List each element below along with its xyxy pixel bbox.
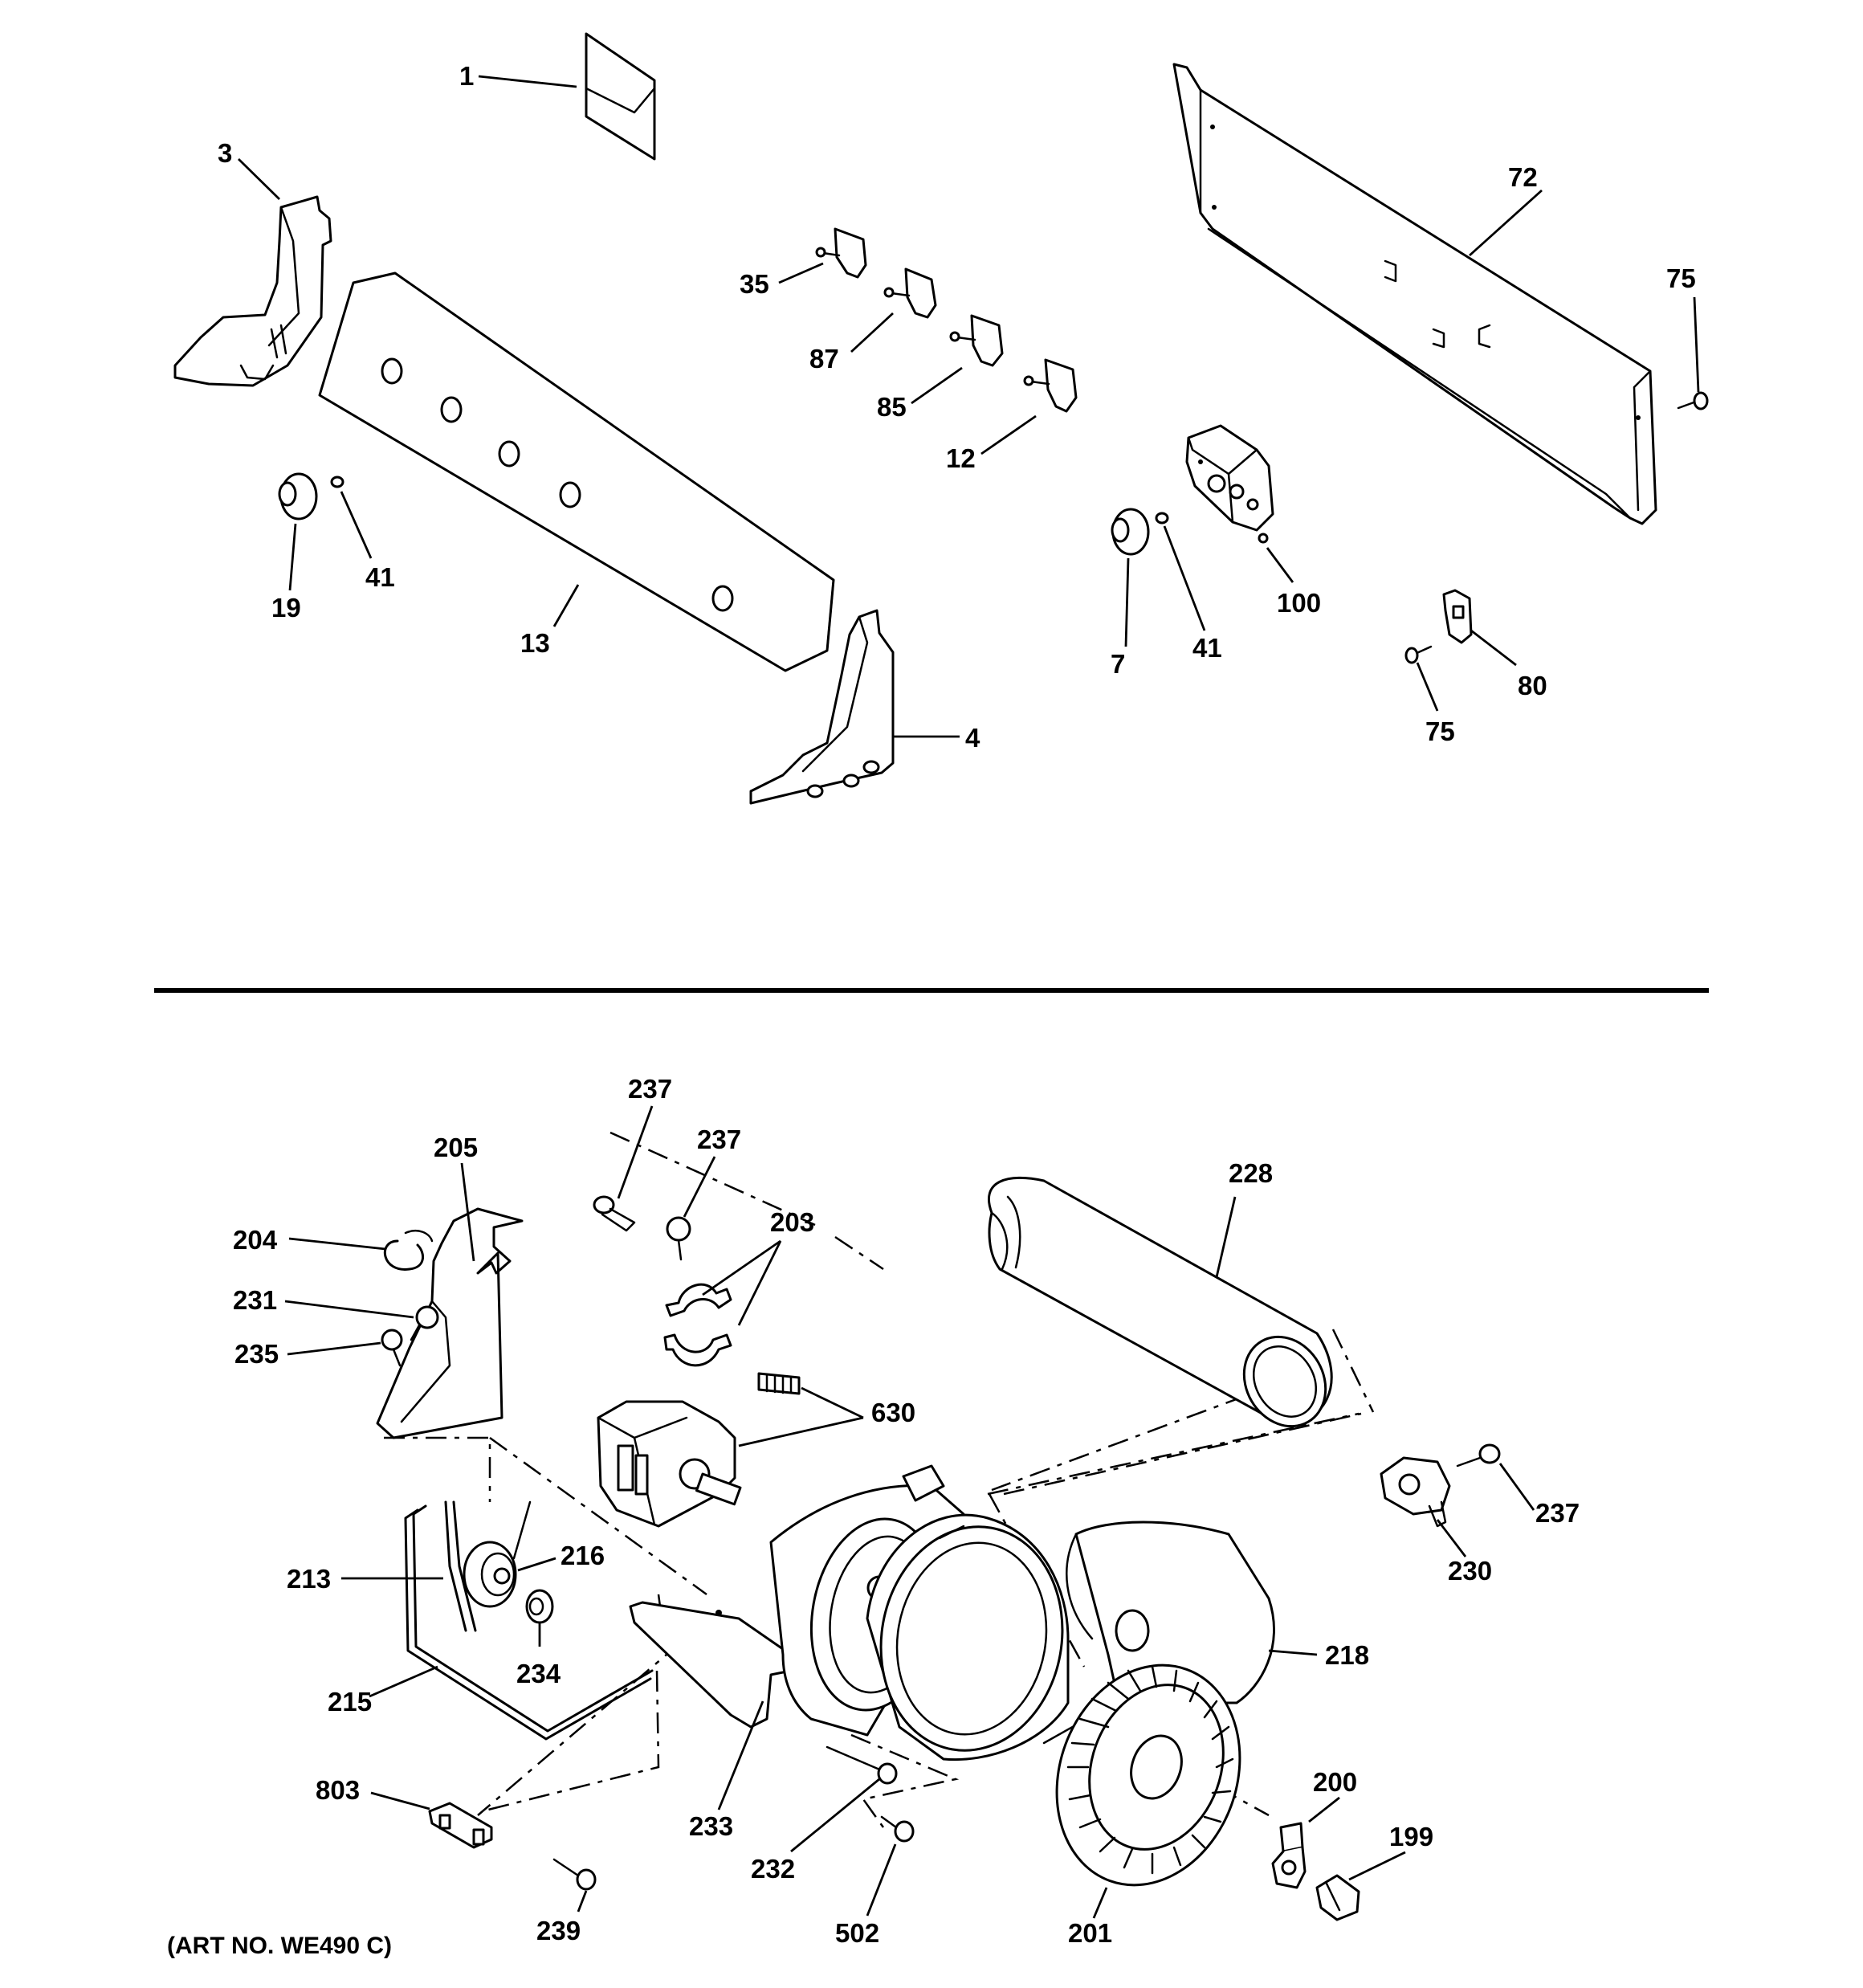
callout-85: 85 — [877, 392, 907, 422]
part-87-switch — [883, 267, 937, 319]
part-41-clip-left — [330, 476, 344, 488]
part-75-screw-top — [1677, 391, 1709, 410]
callout-213: 213 — [287, 1564, 331, 1594]
bottom-leader-lines — [284, 1105, 1535, 1919]
part-75-screw-bottom — [1404, 645, 1433, 664]
part-19-knob — [278, 472, 318, 520]
callout-218: 218 — [1325, 1640, 1369, 1670]
part-1-envelope — [585, 32, 656, 161]
part-35-switch — [815, 227, 867, 279]
callout-204: 204 — [233, 1225, 278, 1255]
callout-233: 233 — [689, 1811, 733, 1841]
part-12-switch — [1023, 358, 1078, 413]
part-4-right-endcap — [749, 609, 895, 805]
callout-75-top: 75 — [1666, 263, 1696, 293]
callout-41-left: 41 — [365, 562, 395, 592]
part-237-screw-2 — [666, 1216, 691, 1261]
callout-237-middle: 237 — [697, 1125, 741, 1154]
part-237-screw-1 — [593, 1195, 636, 1232]
part-235-screw — [381, 1329, 403, 1367]
callout-1: 1 — [459, 61, 474, 91]
callout-19: 19 — [271, 593, 301, 623]
callout-87: 87 — [809, 344, 839, 374]
part-13-control-panel — [318, 271, 835, 672]
part-803-switch — [428, 1802, 493, 1849]
part-230-thermostat — [1380, 1456, 1451, 1528]
part-630-block — [757, 1372, 801, 1395]
part-204-clip — [384, 1229, 434, 1271]
callout-41-right: 41 — [1192, 633, 1222, 663]
part-216-idler-pulley — [463, 1500, 532, 1608]
callout-630: 630 — [871, 1398, 915, 1427]
callout-100: 100 — [1277, 588, 1321, 618]
part-205-bracket — [376, 1207, 524, 1439]
part-85-switch — [949, 314, 1004, 367]
top-leader-lines — [238, 75, 1700, 738]
callout-215: 215 — [328, 1687, 372, 1717]
callout-7: 7 — [1111, 649, 1125, 679]
callout-216: 216 — [561, 1541, 605, 1570]
callout-3: 3 — [218, 138, 232, 168]
callout-201: 201 — [1068, 1918, 1112, 1948]
part-41-clip-right — [1155, 512, 1169, 525]
part-502-screw — [880, 1815, 915, 1843]
part-100-timer — [1185, 424, 1274, 544]
callout-502: 502 — [835, 1918, 879, 1948]
part-80-bracket — [1442, 589, 1473, 644]
part-motor — [597, 1400, 742, 1528]
callout-230: 230 — [1448, 1556, 1492, 1586]
part-213-idler-arm — [444, 1500, 477, 1632]
part-200-clip — [1271, 1822, 1307, 1889]
callout-200: 200 — [1313, 1767, 1357, 1797]
part-231-screw — [410, 1305, 439, 1341]
callout-235: 235 — [234, 1339, 279, 1369]
part-203-clamp-lower — [663, 1333, 732, 1367]
callout-237-right: 237 — [1535, 1498, 1580, 1528]
part-201-blower-wheel — [1055, 1663, 1241, 1887]
part-215-spring-wire — [404, 1504, 654, 1741]
callout-231: 231 — [233, 1285, 277, 1315]
callout-234: 234 — [516, 1659, 561, 1688]
callout-228: 228 — [1229, 1158, 1273, 1188]
callout-72: 72 — [1508, 162, 1538, 192]
callout-199: 199 — [1389, 1822, 1433, 1851]
callout-13: 13 — [520, 628, 550, 658]
part-232-screw — [826, 1745, 898, 1785]
callout-203: 203 — [770, 1207, 814, 1237]
callout-803: 803 — [316, 1775, 360, 1805]
callout-237-top: 237 — [628, 1074, 672, 1104]
part-3-left-endcap — [173, 195, 332, 387]
callout-12: 12 — [946, 443, 976, 473]
callout-232: 232 — [751, 1854, 795, 1884]
part-72-rear-panel — [1172, 63, 1657, 525]
part-239-screw — [552, 1858, 597, 1891]
callout-239: 239 — [536, 1916, 581, 1945]
callout-205: 205 — [434, 1133, 478, 1162]
part-237-screw-3 — [1456, 1443, 1501, 1468]
part-housing-front-ring — [866, 1464, 1174, 1761]
callout-80: 80 — [1518, 671, 1547, 700]
art-number: (ART NO. WE490 C) — [167, 1933, 392, 1959]
part-7-knob — [1111, 508, 1150, 556]
callout-35: 35 — [740, 269, 769, 299]
part-234-roller — [525, 1589, 554, 1624]
part-228-duct — [987, 1176, 1333, 1428]
part-203-clamp-upper — [665, 1283, 732, 1317]
part-199-bolt — [1315, 1874, 1360, 1921]
callout-75-bottom: 75 — [1425, 716, 1455, 746]
callout-4: 4 — [965, 723, 980, 753]
